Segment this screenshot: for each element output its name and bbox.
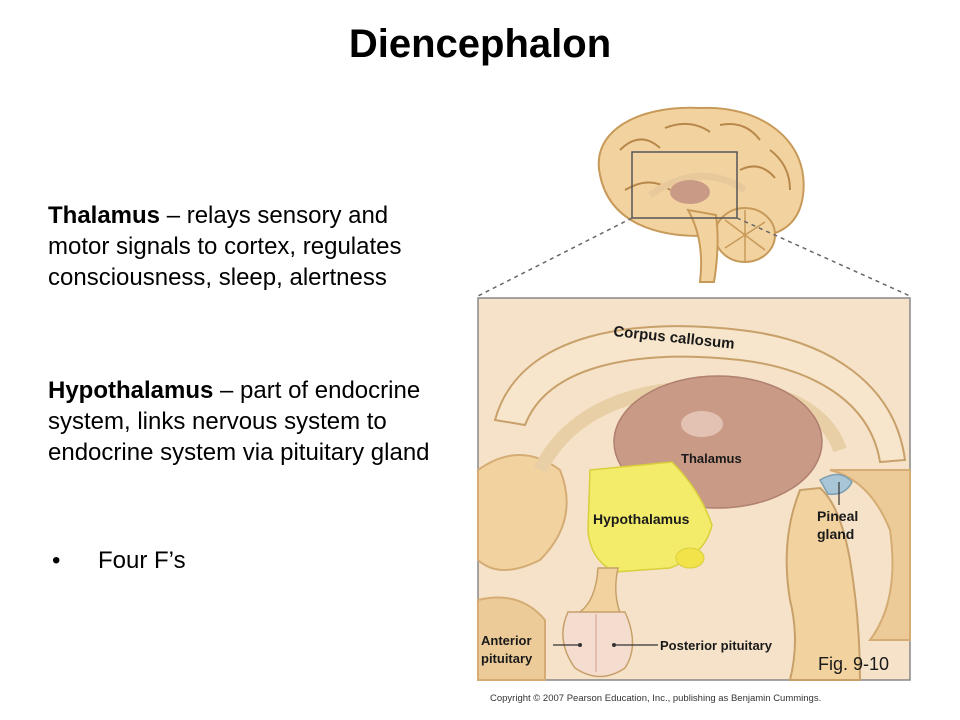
copyright-notice: Copyright © 2007 Pearson Education, Inc.… — [490, 693, 821, 704]
thalamus-description: – relays sensory and motor signals to co… — [48, 202, 402, 291]
hypothalamus-description: – part of endocrine system, links nervou… — [48, 377, 430, 466]
figure-number: Fig. 9-10 — [818, 654, 889, 674]
posterior-pituitary-label: Posterior pituitary — [660, 638, 773, 653]
pineal-label-line1: Pineal — [817, 508, 858, 524]
thalamus-label: Thalamus — [681, 451, 742, 466]
anterior-pituitary-label-line2: pituitary — [481, 651, 533, 666]
thalamus-term: Thalamus — [48, 202, 161, 229]
hypothalamus-label: Hypothalamus — [593, 511, 690, 527]
enlarged-panel: Corpus callosum Thalamus Hypothalamus Pi… — [477, 297, 911, 681]
corpus-callosum — [493, 325, 907, 464]
bullet-text: Four F’s — [98, 547, 186, 574]
hypothalamus-term: Hypothalamus — [48, 377, 214, 404]
zoom-line-left — [477, 217, 633, 297]
slide-title: Diencephalon — [348, 22, 612, 66]
hypothalamus-paragraph: Hypothalamus – part of endocrine system,… — [48, 375, 443, 468]
thalamus-paragraph: Thalamus – relays sensory and motor sign… — [48, 200, 443, 293]
pituitary-structure — [562, 611, 634, 678]
anterior-pituitary-label-line1: Anterior — [481, 633, 532, 648]
brain-thumbnail — [597, 106, 805, 283]
bullet-dot-icon: • — [52, 547, 61, 574]
pineal-structure — [818, 473, 853, 495]
pineal-label-line2: gland — [817, 526, 854, 542]
